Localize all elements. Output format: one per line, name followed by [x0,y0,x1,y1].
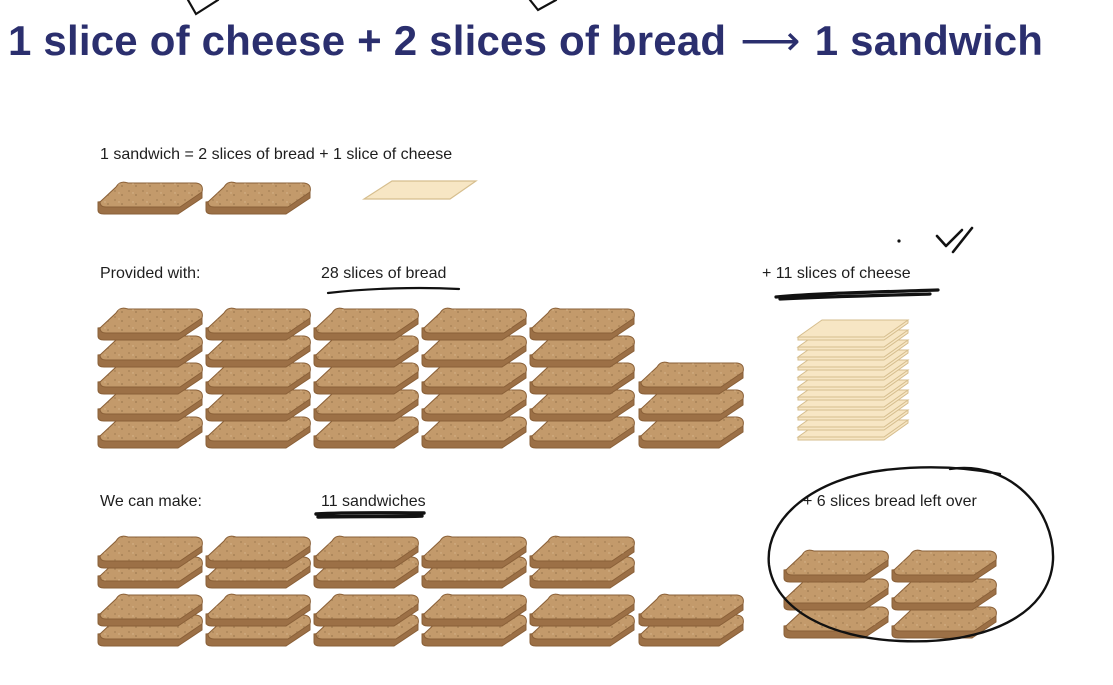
bread-slice [313,307,419,341]
bread-slice [205,307,311,341]
bread-slice [638,361,744,395]
bread-slice [97,415,203,449]
cheese-count-label: + 11 slices of cheese [762,265,911,282]
sandwich [205,535,311,589]
leftover-bread-slice [891,549,997,583]
sandwich [205,593,311,647]
bread-slice [421,535,527,569]
bread-slice [313,415,419,449]
bread-slice [529,388,635,422]
bread-slice [313,388,419,422]
definition-label: 1 sandwich = 2 slices of bread + 1 slice… [100,146,453,163]
checkmark-icon [935,226,974,254]
bread-slice [421,593,527,627]
bread-slice [313,361,419,395]
bread-slice [313,334,419,368]
bread-slice [97,181,203,215]
bread-slice [421,361,527,395]
bread-slice [421,388,527,422]
leftover-bread-slice [891,577,997,611]
bread-slice [205,593,311,627]
bread-slice [638,388,744,422]
bread-slice [421,334,527,368]
bread-slice [638,593,744,627]
bread-slice [529,535,635,569]
leftover-bread-slice [891,605,997,639]
sandwich [313,535,419,589]
bread-slice [97,334,203,368]
bread-slice [97,535,203,569]
cheese-slice [796,319,910,341]
food-items [97,180,997,647]
bread-slice [205,334,311,368]
leftover-bread-slice [783,605,889,639]
bread-slice [421,307,527,341]
sandwich [421,593,527,647]
bread-slice [529,415,635,449]
sandwich [97,593,203,647]
sandwich [529,593,635,647]
bread-slice [529,307,635,341]
underline-sandwich-count [314,511,426,519]
sandwich [638,593,744,647]
bread-slice [529,593,635,627]
cheese-slice [361,180,478,200]
sandwich-count-label: 11 sandwiches [321,493,426,510]
equation-reactants: 1 slice of cheese + 2 slices of bread [8,17,727,64]
bread-count-label: 28 slices of bread [321,265,447,282]
sandwich [97,535,203,589]
bread-slice [205,388,311,422]
bread-slice [421,415,527,449]
make-label: We can make: [100,493,202,510]
reaction-arrow: ⟶ [740,17,801,64]
dot-mark [897,239,901,243]
sandwich [313,593,419,647]
bread-slice [97,593,203,627]
equation-product: 1 sandwich [814,17,1044,64]
handwritten-annotations [186,0,1055,643]
bread-slice [529,361,635,395]
bread-slice [205,535,311,569]
bread-slice [97,388,203,422]
leftover-bread-slice [783,549,889,583]
bread-slice [313,593,419,627]
equation-title: 1 slice of cheese + 2 slices of bread ⟶ 1 … [8,16,1043,65]
leftover-label: + 6 slices bread left over [803,493,977,510]
bread-slice [638,415,744,449]
underline-bread-count [326,286,461,295]
sandwich [529,535,635,589]
bread-slice [529,334,635,368]
bread-slice [97,307,203,341]
bread-slice [205,415,311,449]
underline-cheese-count [774,288,940,301]
leftover-bread-slice [783,577,889,611]
sandwich [421,535,527,589]
bread-slice [205,181,311,215]
leftover-circle [767,466,1055,643]
provided-label: Provided with: [100,265,201,282]
checkmark-icon [528,0,558,12]
bread-slice [205,361,311,395]
checkmark-icon [186,0,220,16]
bread-slice [313,535,419,569]
